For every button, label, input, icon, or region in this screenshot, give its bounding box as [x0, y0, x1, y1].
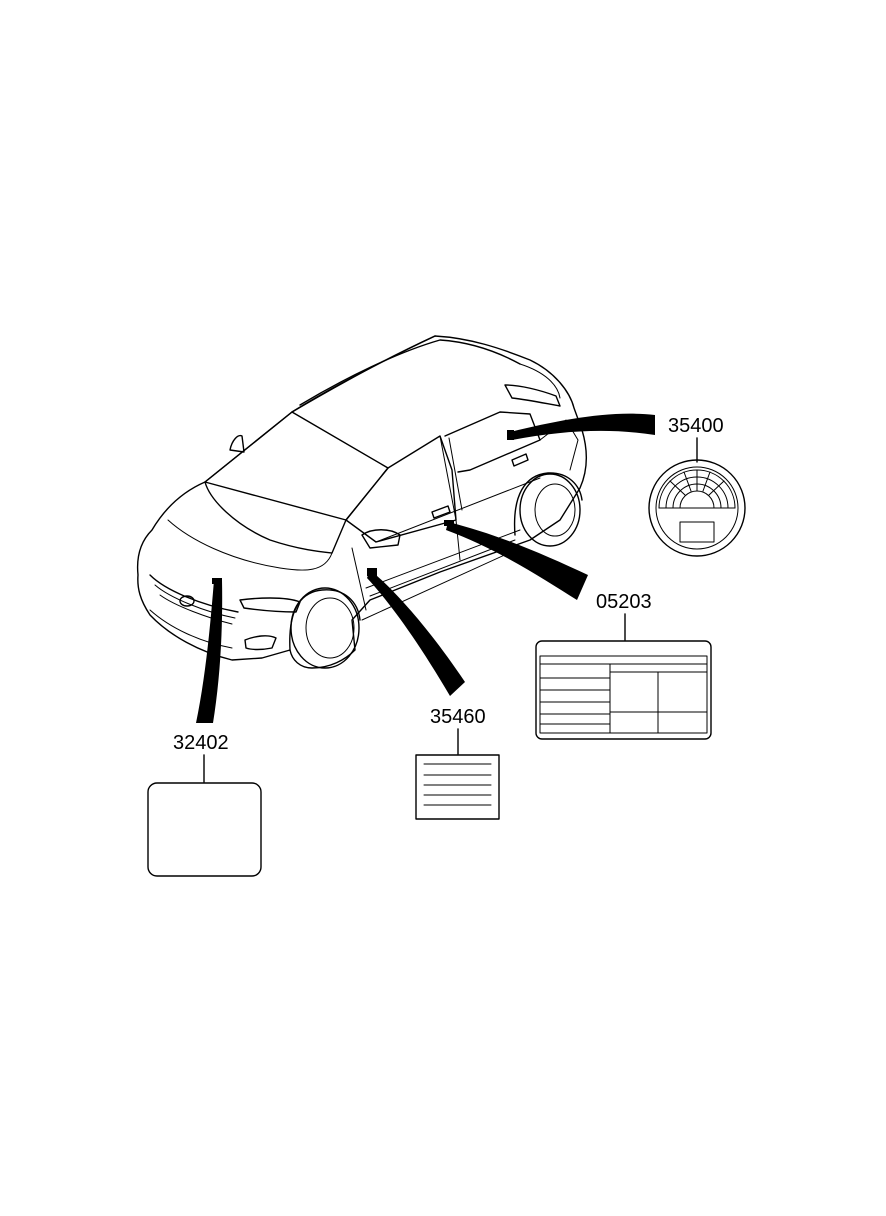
part-35400: 35400	[648, 415, 746, 557]
marker-35460	[367, 568, 377, 576]
leader-05203	[446, 522, 588, 600]
leader-35460	[367, 570, 465, 696]
marker-32402	[212, 578, 222, 584]
part-05203: 05203	[535, 591, 712, 740]
circular-label-icon	[648, 459, 746, 557]
marker-05203	[444, 520, 454, 526]
leader-35400	[510, 413, 655, 440]
part-number-32402: 32402	[173, 732, 229, 754]
part-number-35460: 35460	[430, 706, 486, 728]
marker-35400	[507, 430, 514, 440]
part-number-05203: 05203	[596, 591, 652, 613]
blank-label-icon	[147, 782, 262, 877]
lined-label-icon	[415, 754, 500, 820]
part-number-35400: 35400	[668, 415, 724, 437]
part-32402: 32402	[147, 732, 262, 877]
car-illustration	[136, 335, 587, 669]
tire-info-label-icon	[535, 640, 712, 740]
part-35460: 35460	[415, 706, 500, 820]
leader-32402	[196, 580, 223, 723]
